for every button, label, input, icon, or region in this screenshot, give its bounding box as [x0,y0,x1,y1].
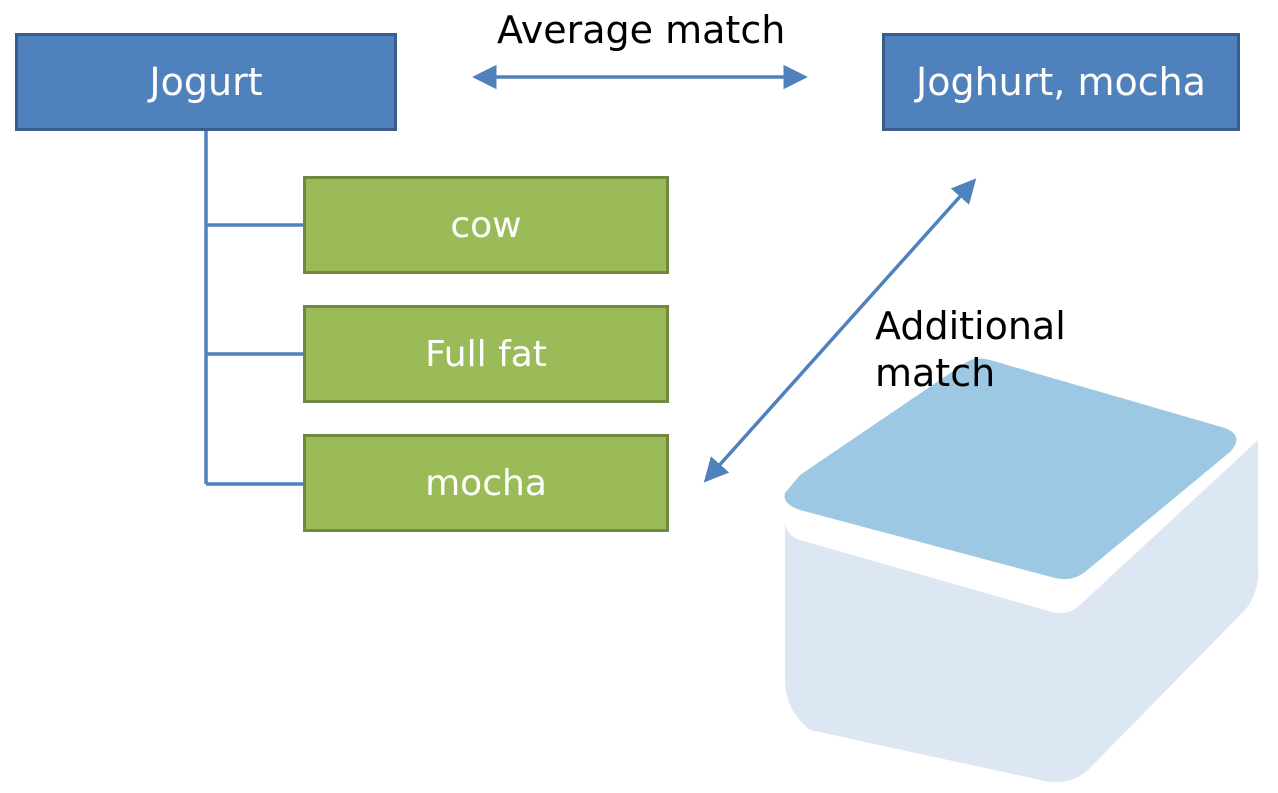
additional-match-arrow [703,178,977,483]
additional-match-label: Additional match [875,303,1066,397]
matched-item-label: Joghurt, mocha [916,60,1206,104]
additional-match-line-2: match [875,351,996,396]
average-match-label: Average match [497,8,786,52]
main-item-box: Jogurt [15,33,397,131]
attribute-label: cow [450,204,522,246]
matched-item-box: Joghurt, mocha [882,33,1240,131]
attribute-box-cow: cow [303,176,669,274]
main-item-label: Jogurt [149,60,263,104]
attribute-box-mocha: mocha [303,434,669,532]
container-cube-icon [784,358,1259,783]
cube-body [785,440,1259,783]
attribute-label: mocha [425,462,547,504]
attribute-label: Full fat [425,333,547,375]
attribute-box-full-fat: Full fat [303,305,669,403]
additional-match-line-1: Additional [875,304,1066,348]
tree-connectors [204,131,303,486]
